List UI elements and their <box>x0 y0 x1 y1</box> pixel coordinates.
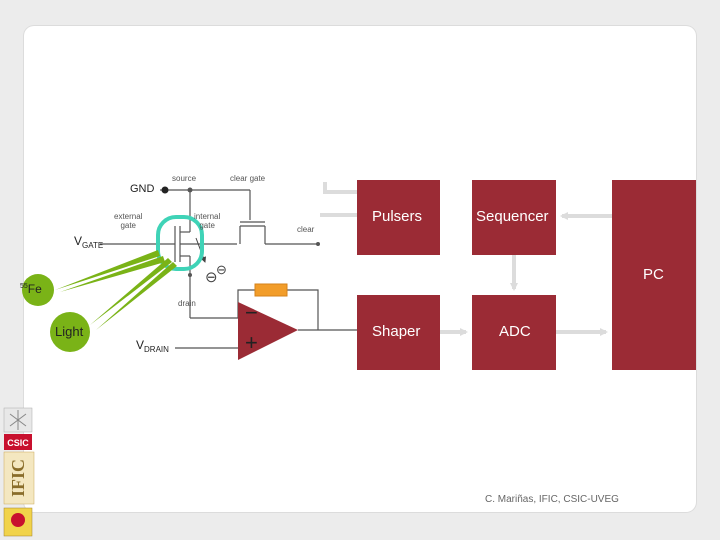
vgate-label: VGATE <box>74 234 104 250</box>
drain-label: drain <box>178 299 196 308</box>
external-gate-label: external gate <box>114 212 143 230</box>
electron-symbol: ⊖ <box>205 269 218 286</box>
light-label: Light <box>55 324 84 339</box>
svg-text:IFIC: IFIC <box>8 459 28 497</box>
credit-text: C. Mariñas, IFIC, CSIC-UVEG <box>485 494 619 505</box>
sequencer-label: Sequencer <box>476 208 549 225</box>
sequencer-block <box>472 180 556 255</box>
light-source <box>50 312 90 352</box>
gnd-label: GND <box>130 183 155 195</box>
transistor-highlight <box>156 215 204 271</box>
pc-label: PC <box>643 266 664 283</box>
clear-gate-label: clear gate <box>230 174 266 183</box>
drain-node <box>188 273 192 277</box>
pulsers-block <box>357 180 440 255</box>
shaper-label: Shaper <box>372 323 421 340</box>
clear-label: clear <box>297 225 315 234</box>
source-label: source <box>172 174 197 183</box>
amplifier-triangle <box>238 302 298 360</box>
adc-block <box>472 295 556 370</box>
fe55-label: 55Fe <box>20 282 42 296</box>
amplifier-minus: − <box>245 300 258 325</box>
transistor-circuit <box>100 189 357 349</box>
internal-gate-label: internal gate <box>194 212 221 230</box>
adc-label: ADC <box>499 323 531 340</box>
vdrain-label: VDRAIN <box>136 338 169 354</box>
clear-node <box>316 242 320 246</box>
pulsers-label: Pulsers <box>372 208 423 225</box>
electron-symbol-2: ⊖ <box>216 262 227 277</box>
shaper-block <box>357 295 440 370</box>
institution-logos: CSIC IFIC <box>3 407 35 537</box>
radiation-rays <box>55 250 177 330</box>
feedback-resistor <box>254 283 288 297</box>
pc-block <box>612 180 696 370</box>
source-node <box>187 187 193 193</box>
fe55-source <box>22 274 54 306</box>
amplifier-plus: + <box>245 330 258 355</box>
block-arrows <box>320 182 612 336</box>
gnd-terminal <box>161 186 169 194</box>
svg-text:CSIC: CSIC <box>7 438 29 448</box>
